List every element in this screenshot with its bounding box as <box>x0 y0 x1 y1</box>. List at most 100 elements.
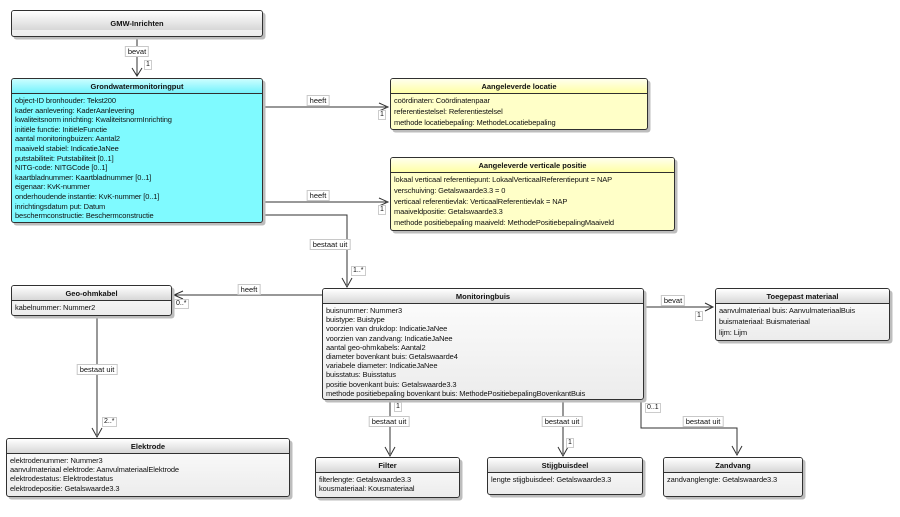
class-attributes: lengte stijgbuisdeel: Getalswaarde3.3 <box>488 473 642 484</box>
edge-label-bestaat-uit: bestaat uit <box>541 416 583 427</box>
class-title: Filter <box>316 458 459 473</box>
class-title: Stijgbuisdeel <box>488 458 642 473</box>
class-geo-ohmkabel[interactable]: Geo-ohmkabel kabelnummer: Nummer2 <box>11 285 172 316</box>
attribute-line: referentiestelsel: Referentiestelsel <box>394 106 503 116</box>
edge-label-bevat: bevat <box>660 295 686 306</box>
connector-buis-stijgbuis[interactable] <box>557 400 569 458</box>
class-gmw-inrichten[interactable]: GMW-Inrichten <box>11 10 263 37</box>
attribute-line: methode positiebepaling maaiveld: Method… <box>394 218 614 228</box>
attribute-line: kwaliteitsnorm inrichting: Kwaliteitsnor… <box>15 115 172 125</box>
attribute-line: maaiveld stabiel: IndicatieJaNee <box>15 143 119 153</box>
attribute-line: aanvulmateriaal elektrode: Aanvulmateria… <box>10 465 179 475</box>
edge-label-heeft: heeft <box>306 95 330 106</box>
multiplicity: 1 <box>566 438 574 448</box>
class-toegepast-materiaal[interactable]: Toegepast materiaal aanvulmateriaal buis… <box>715 288 890 341</box>
attribute-line: maaiveldpositie: Getalswaarde3.3 <box>394 207 503 217</box>
attribute-line: variabele diameter: IndicatieJaNee <box>326 361 438 371</box>
multiplicity: 1 <box>394 402 402 412</box>
multiplicity: 1..* <box>351 266 366 276</box>
attribute-line: coördinaten: Coördinatenpaar <box>394 96 490 105</box>
attribute-line: diameter bovenkant buis: Getalswaarde4 <box>326 352 458 362</box>
connector-kabel-elektrode[interactable] <box>91 316 103 439</box>
connector-buis-materiaal[interactable] <box>644 302 715 312</box>
multiplicity: 1 <box>378 205 386 215</box>
connector-buis-filter[interactable] <box>384 400 396 458</box>
attribute-line: onderhoudende instantie: KvK-nummer [0..… <box>15 191 160 201</box>
attribute-line: methode positiebepaling bovenkant buis: … <box>326 388 586 398</box>
class-title: Toegepast materiaal <box>716 289 889 304</box>
connector-put-buis[interactable] <box>263 214 353 289</box>
class-title: GMW-Inrichten <box>12 11 262 30</box>
attribute-line: aantal geo-ohmkabels: Aantal2 <box>326 342 426 352</box>
connector-put-verticaal[interactable] <box>263 197 390 207</box>
attribute-line: voorzien van zandvang: IndicatieJaNee <box>326 333 453 343</box>
edge-label-bevat: bevat <box>124 46 150 57</box>
attribute-line: lengte stijgbuisdeel: Getalswaarde3.3 <box>491 475 612 484</box>
class-zandvang[interactable]: Zandvang zandvanglengte: Getalswaarde3.3 <box>663 457 803 497</box>
attribute-line: elektrodenummer: Nummer3 <box>10 456 103 465</box>
class-grondwatermonitoringput[interactable]: Grondwatermonitoringput object-ID bronho… <box>11 78 263 223</box>
connector-buis-kabel[interactable] <box>172 290 322 300</box>
attribute-line: buisstatus: Buisstatus <box>326 370 396 380</box>
class-stijgbuisdeel[interactable]: Stijgbuisdeel lengte stijgbuisdeel: Geta… <box>487 457 643 495</box>
attribute-line: buistype: Buistype <box>326 315 385 325</box>
attribute-line: putstabiliteit: Putstabiliteit [0..1] <box>15 153 114 163</box>
class-title: Aangeleverde verticale positie <box>391 158 674 173</box>
class-attributes: lokaal verticaal referentiepunt: LokaalV… <box>391 173 674 229</box>
class-title: Monitoringbuis <box>323 289 643 304</box>
class-aangeleverde-verticale-positie[interactable]: Aangeleverde verticale positie lokaal ve… <box>390 157 675 231</box>
attribute-line: lokaal verticaal referentiepunt: LokaalV… <box>394 175 613 184</box>
attribute-line: NITG-code: NITGCode [0..1] <box>15 163 108 173</box>
edge-label-heeft: heeft <box>237 284 261 295</box>
attribute-line: voorzien van drukdop: IndicatieJaNee <box>326 324 448 334</box>
edge-label-bestaat-uit: bestaat uit <box>309 239 351 250</box>
class-title: Geo-ohmkabel <box>12 286 171 301</box>
attribute-line: methode locatiebepaling: MethodeLocatieb… <box>394 117 556 127</box>
attribute-line: object-ID bronhouder: Tekst200 <box>15 96 116 105</box>
multiplicity: 1 <box>695 311 703 321</box>
multiplicity: 2..* <box>102 417 117 427</box>
attribute-line: positie bovenkant buis: Getalswaarde3.3 <box>326 379 457 389</box>
class-title: Zandvang <box>664 458 802 473</box>
attribute-line: elektrodepositie: Getalswaarde3.3 <box>10 483 120 493</box>
class-aangeleverde-locatie[interactable]: Aangeleverde locatie coördinaten: Coördi… <box>390 78 648 130</box>
attribute-line: verschuiving: Getalswaarde3.3 = 0 <box>394 185 506 195</box>
attribute-line: buismateriaal: Buismateriaal <box>719 316 810 326</box>
multiplicity: 0..* <box>174 299 189 309</box>
attribute-line: kabelnummer: Nummer2 <box>15 303 96 312</box>
attribute-line: kader aanlevering: KaderAanlevering <box>15 105 135 115</box>
class-attributes: zandvanglengte: Getalswaarde3.3 <box>664 473 802 484</box>
class-attributes: kabelnummer: Nummer2 <box>12 301 171 312</box>
multiplicity: 0..1 <box>645 403 661 413</box>
class-title: Aangeleverde locatie <box>391 79 647 94</box>
attribute-line: initiële functie: InitiëleFunctie <box>15 124 107 134</box>
attribute-line: eigenaar: KvK-nummer <box>15 182 90 192</box>
attribute-line: buisnummer: Nummer3 <box>326 306 403 315</box>
connector-put-locatie[interactable] <box>263 102 390 112</box>
attribute-line: beschermconstructie: Beschermconstructie <box>15 211 154 221</box>
multiplicity: 1 <box>378 110 386 120</box>
attribute-line: lijm: Lijm <box>719 327 747 337</box>
connector-buis-zandvang[interactable] <box>640 400 743 457</box>
class-title: Elektrode <box>7 439 289 454</box>
class-attributes: aanvulmateriaal buis: AanvulmateriaalBui… <box>716 304 889 338</box>
attribute-line: aantal monitoringbuizen: Aantal2 <box>15 134 120 144</box>
edge-label-bestaat-uit: bestaat uit <box>682 416 724 427</box>
attribute-line: verticaal referentievlak: VerticaalRefer… <box>394 196 568 206</box>
attribute-line: aanvulmateriaal buis: AanvulmateriaalBui… <box>719 306 855 315</box>
edge-label-bestaat-uit: bestaat uit <box>76 364 118 375</box>
attribute-line: zandvanglengte: Getalswaarde3.3 <box>667 475 778 484</box>
attribute-line: kousmateriaal: Kousmateriaal <box>319 484 415 494</box>
edge-label-bestaat-uit: bestaat uit <box>368 416 410 427</box>
attribute-line: filterlengte: Getalswaarde3.3 <box>319 475 411 484</box>
